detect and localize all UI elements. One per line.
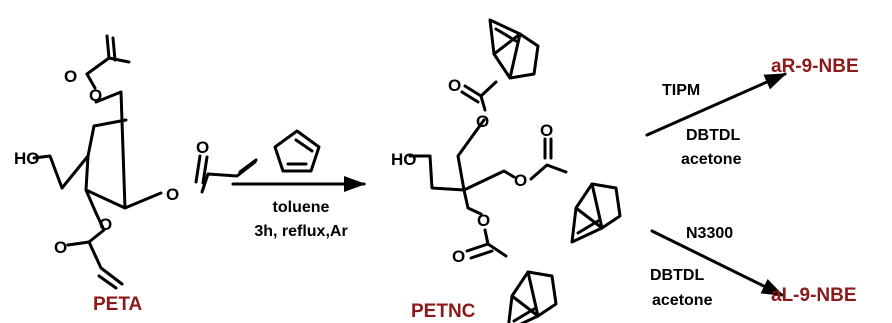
peta-carbonyl-oxygen-bottom: O (54, 238, 67, 257)
peta-ester-oxygen-right: O (166, 185, 179, 204)
step2-top-solvent: acetone (681, 151, 742, 168)
petnc-carbonyl-oxygen-bottom: O (452, 247, 465, 266)
step2-top-reagent: TIPM (662, 82, 700, 99)
petnc-ester-oxygen-right: O (514, 171, 527, 190)
product-bottom-label: aL-9-NBE (771, 285, 857, 306)
cyclopentadiene-icon (273, 129, 321, 173)
step2-bottom-reagent: N3300 (686, 225, 733, 242)
petnc-ester-oxygen-bottom: O (477, 211, 490, 230)
peta-carbonyl-oxygen-top: O (64, 67, 77, 86)
petnc-molecule: HO O O O O O O (391, 18, 622, 323)
step2-bottom-catalyst: DBTDL (650, 267, 704, 284)
petnc-hydroxyl-label: HO (391, 150, 417, 169)
norbornene-ring-bottom (506, 270, 558, 323)
peta-hydroxyl-label: HO (14, 149, 40, 168)
norbornene-ring-right (570, 182, 622, 244)
petnc-carbonyl-oxygen-top: O (448, 76, 461, 95)
petnc-carbonyl-oxygen-right: O (540, 121, 553, 140)
petnc-ester-oxygen-top: O (476, 112, 489, 131)
step2-bottom-arrow (650, 229, 784, 297)
step1-solvent: toluene (273, 199, 330, 216)
peta-carbonyl-oxygen-right: O (196, 138, 209, 157)
step1-conditions: 3h, reflux,Ar (254, 223, 347, 240)
step2-top-arrow (645, 72, 787, 137)
norbornene-ring-top (488, 18, 540, 80)
peta-ester-oxygen-bottom: O (99, 215, 112, 234)
step2-top-catalyst: DBTDL (686, 127, 740, 144)
peta-molecule: HO O O O O O O (14, 34, 258, 290)
petnc-label: PETNC (411, 301, 476, 322)
step2-bottom-solvent: acetone (652, 292, 713, 309)
peta-ester-oxygen-top: O (89, 86, 102, 105)
peta-label: PETA (93, 294, 143, 315)
product-top-label: aR-9-NBE (771, 56, 859, 77)
